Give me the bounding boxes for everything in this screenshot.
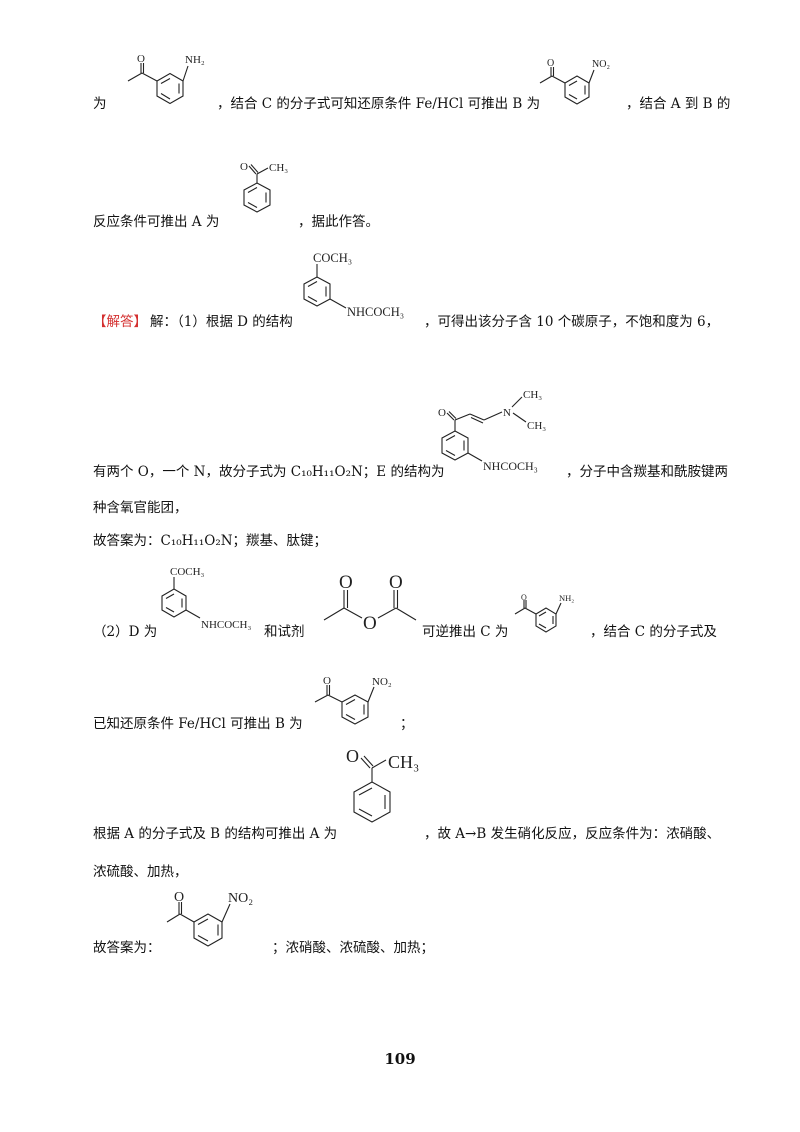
- structure-3-aminoacetophenone-2: O NH₂: [514, 593, 574, 633]
- structure-acetophenone-small: O CH₃: [240, 161, 288, 213]
- structure-3-nitroacetophenone: O NO₂: [539, 58, 610, 105]
- text-line3-end: ，可得出该分子含 10 个碳原子，不饱和度为 6，: [424, 314, 720, 330]
- text-line2-start: 反应条件可推出 A 为: [93, 214, 220, 230]
- text-line1-start: 为: [93, 96, 107, 112]
- text-line5: 种含氧官能团，: [93, 500, 188, 516]
- text-line9-start: 根据 A 的分子式及 B 的结构可推出 A 为: [93, 826, 338, 842]
- text-line9-end: ，故 A→B 发生硝化反应，反应条件为：浓硝酸、: [424, 826, 721, 842]
- structure-acetic-anhydride: O O O: [323, 572, 417, 634]
- group-nh2: NH₂: [185, 54, 205, 66]
- text-line11-end: ；浓硝酸、浓硫酸、加热；: [272, 940, 434, 956]
- group-coch3: COCH₃: [313, 251, 352, 265]
- text-line7-start: （2）D 为: [93, 624, 158, 640]
- structure-3-aminoacetophenone: O NH₂: [127, 53, 205, 105]
- group-ch3-top: CH₃: [523, 389, 542, 401]
- text-line4-start: 有两个 O，一个 N，故分子式为 C₁₀H₁₁O₂N；E 的结构为: [93, 464, 445, 480]
- group-ch3: CH₃: [269, 162, 288, 174]
- group-ch3-bottom: CH₃: [527, 420, 546, 432]
- text-line7-mid: 可逆推出 C 为: [422, 624, 509, 640]
- text-line1-mid: ，结合 C 的分子式可知还原条件 Fe/HCl 可推出 B 为: [217, 96, 541, 112]
- structure-3-nitroacetophenone-3: O NO₂: [166, 890, 253, 947]
- answer-label: 【解答】: [93, 314, 147, 330]
- text-line7-end: ，结合 C 的分子式及: [590, 624, 717, 640]
- group-nh2: NH₂: [559, 593, 574, 603]
- group-coch3: COCH₃: [170, 566, 205, 578]
- atom-o: O: [389, 572, 403, 593]
- text-line6: 故答案为：C₁₀H₁₁O₂N；羰基、肽键；: [93, 533, 328, 549]
- atom-o: O: [137, 53, 145, 65]
- atom-o: O: [438, 407, 446, 419]
- text-line10: 浓硫酸、加热，: [93, 864, 188, 880]
- structure-e: O N CH₃ CH₃ NHCOCH₃: [438, 389, 546, 473]
- atom-o: O: [174, 890, 184, 905]
- text-line4-end: ，分子中含羰基和酰胺键两: [566, 464, 728, 480]
- group-nhcoch3: NHCOCH₃: [347, 305, 404, 319]
- atom-o: O: [547, 58, 554, 69]
- page-number: 109: [384, 1050, 416, 1068]
- atom-o: O: [521, 593, 527, 602]
- group-no2: NO₂: [592, 59, 610, 70]
- atom-o: O: [240, 161, 248, 173]
- text-line11-start: 故答案为：: [93, 940, 161, 956]
- text-line1-end: ，结合 A 到 B 的: [626, 96, 731, 112]
- structure-d-second: COCH₃ NHCOCH₃: [161, 566, 251, 631]
- structure-acetophenone-large: O CH₃: [346, 746, 419, 823]
- group-nhcoch3: NHCOCH₃: [483, 459, 538, 473]
- structure-d-small: COCH₃ NHCOCH₃: [303, 251, 404, 319]
- atom-o: O: [363, 613, 377, 634]
- text-line7-reagent: 和试剂: [264, 624, 305, 640]
- atom-o: O: [323, 675, 331, 687]
- text-line3-start: 解：（1）根据 D 的结构: [150, 314, 293, 330]
- text-line8-end: ；: [400, 716, 414, 732]
- group-no2: NO₂: [228, 891, 253, 906]
- structure-3-nitroacetophenone-2: O NO₂: [314, 675, 392, 725]
- atom-n: N: [503, 407, 511, 419]
- group-no2: NO₂: [372, 676, 392, 688]
- atom-o: O: [339, 572, 353, 593]
- atom-o: O: [346, 746, 359, 766]
- group-nhcoch3: NHCOCH₃: [201, 619, 251, 631]
- group-ch3: CH₃: [388, 752, 419, 772]
- text-line8-start: 已知还原条件 Fe/HCl 可推出 B 为: [93, 716, 303, 732]
- text-line2-end: ，据此作答。: [298, 214, 379, 230]
